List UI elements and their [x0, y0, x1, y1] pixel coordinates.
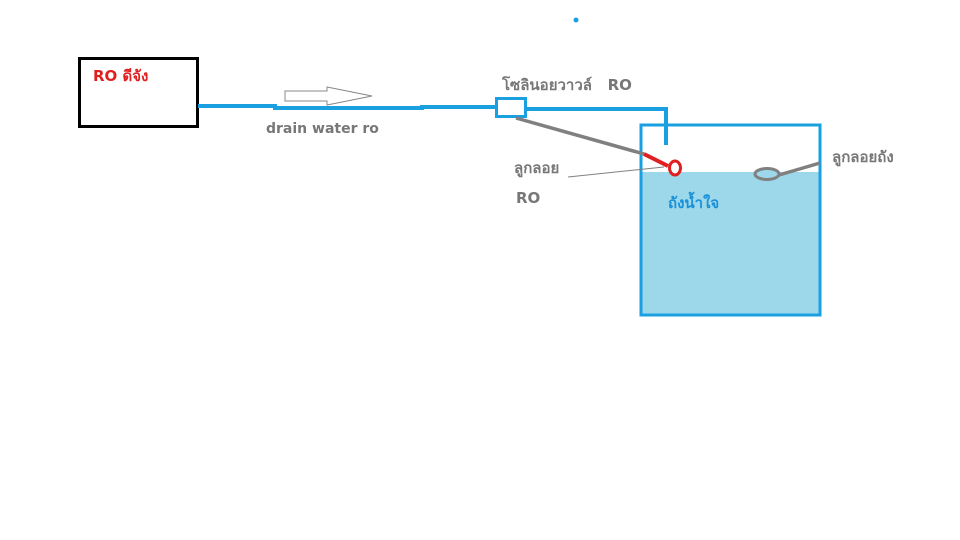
flow-arrow-icon: [284, 86, 373, 106]
water-tank: [639, 123, 822, 317]
ro-float: [668, 159, 682, 177]
solenoid-label: โซลินอยวาวล์ RO: [502, 76, 632, 94]
ro-float-label-line1: ลูกลอย: [514, 159, 560, 177]
tank-float-rod: [778, 161, 821, 177]
ro-float-leader: [567, 166, 665, 178]
tank-label: ถังน้ำใจ: [668, 194, 720, 212]
ro-float-rod-red: [643, 152, 669, 168]
tank-float-label: ลูกลอยถัง: [832, 148, 894, 166]
ro-unit-label: RO ดีจัง: [93, 67, 149, 85]
tank-float: [753, 167, 781, 181]
ro-float-label-line2: RO: [516, 189, 541, 207]
drain-pipe: [198, 104, 497, 110]
ro-unit-box: [78, 57, 199, 128]
tank-water: [642, 172, 820, 315]
tank-inlet-pipe: [525, 107, 668, 145]
stray-dot: [573, 17, 579, 23]
ro-float-rod: [515, 116, 645, 156]
drain-label: drain water ro: [266, 121, 379, 137]
solenoid-valve: [495, 97, 527, 118]
